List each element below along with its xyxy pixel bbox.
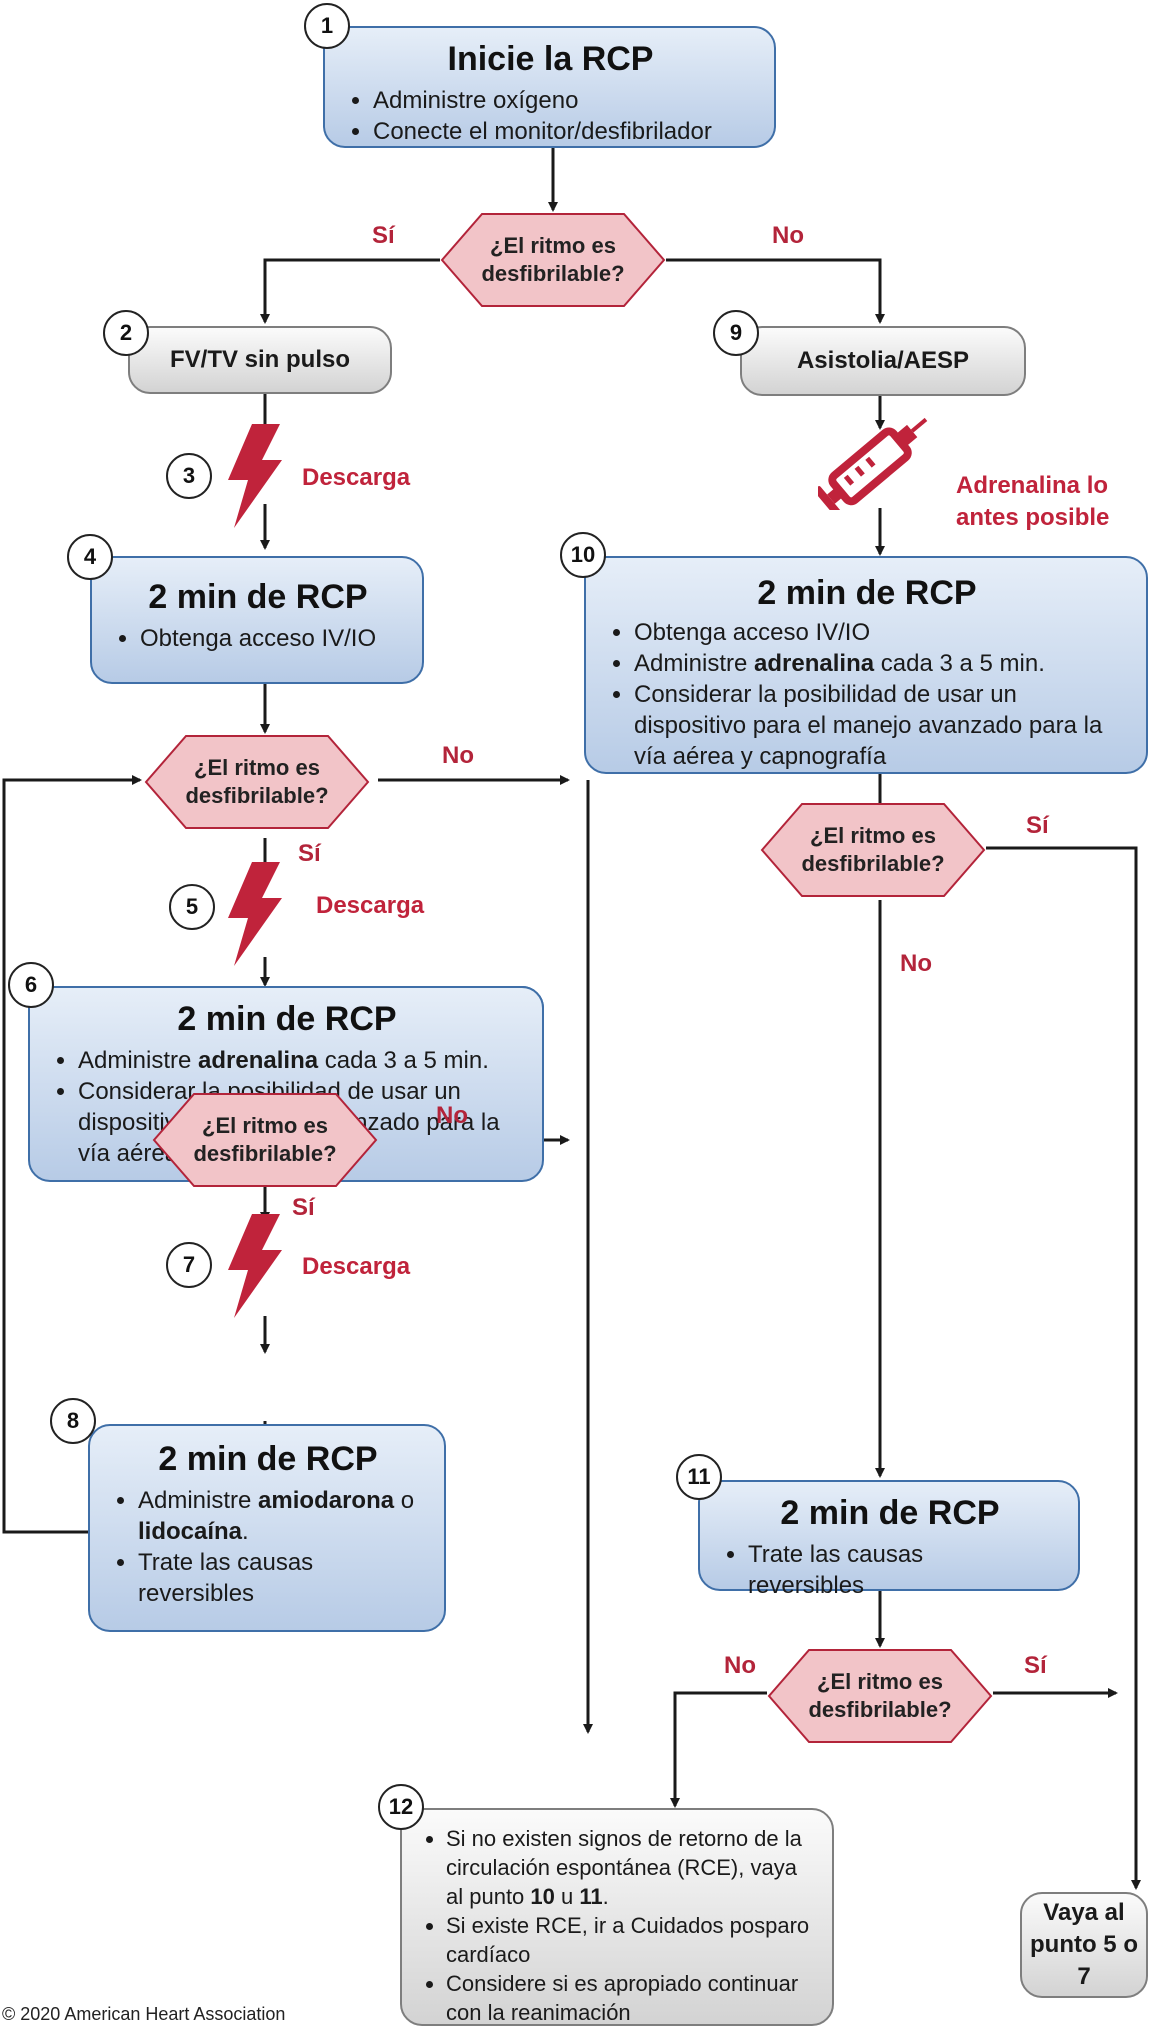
answer-no: No bbox=[442, 742, 474, 769]
step-1-item: Conecte el monitor/desfibrilador bbox=[373, 116, 758, 147]
step-11-title: 2 min de RCP bbox=[780, 1494, 1000, 1532]
decision-shockable-initial: ¿El ritmo es desfibrilable? bbox=[440, 212, 666, 308]
lightning-bolt-icon bbox=[228, 1214, 282, 1318]
step-6-title: 2 min de RCP bbox=[177, 1000, 397, 1038]
step-number-5: 5 bbox=[169, 884, 215, 930]
decision-text: ¿El ritmo es desfibrilable? bbox=[185, 755, 329, 808]
step-number-3: 3 bbox=[166, 453, 212, 499]
text-run: Administre bbox=[78, 1047, 199, 1074]
step-number-10: 10 bbox=[560, 532, 606, 578]
step-number-8: 8 bbox=[50, 1398, 96, 1444]
step-4-cpr: 2 min de RCP Obtenga acceso IV/IO bbox=[90, 556, 424, 684]
step-9-action: Adrenalina lo antes posible bbox=[956, 472, 1110, 531]
decision-shockable-after-6: ¿El ritmo es desfibrilable? bbox=[152, 1092, 378, 1188]
drug-name: adrenalina bbox=[754, 650, 875, 677]
text-run: cada 3 a 5 min. bbox=[318, 1047, 489, 1074]
step-8-item: Administre amiodarona o lidocaína. bbox=[138, 1485, 428, 1547]
goto-text: Vaya al punto 5 o 7 bbox=[1030, 1899, 1138, 1990]
step-5-action: Descarga bbox=[316, 892, 425, 919]
step-12-item: Si existe RCE, ir a Cuidados posparo car… bbox=[446, 1911, 818, 1969]
decision-text: ¿El ritmo es desfibrilable? bbox=[481, 233, 625, 286]
decision-shockable-after-10: ¿El ritmo es desfibrilable? bbox=[760, 802, 986, 898]
step-1-item: Administre oxígeno bbox=[373, 85, 758, 116]
step-4-item: Obtenga acceso IV/IO bbox=[140, 623, 406, 654]
step-number-1: 1 bbox=[304, 3, 350, 49]
step-12-outcome: Si no existen signos de retorno de la ci… bbox=[400, 1808, 834, 2026]
step-12-item: Considere si es apropiado continuar con … bbox=[446, 1969, 818, 2027]
decision-text: ¿El ritmo es desfibrilable? bbox=[808, 1669, 952, 1722]
step-10-item: Considerar la posibilidad de usar un dis… bbox=[634, 679, 1130, 772]
step-8-cpr: 2 min de RCP Administre amiodarona o lid… bbox=[88, 1424, 446, 1632]
step-number-11: 11 bbox=[676, 1454, 722, 1500]
step-12-item: Si no existen signos de retorno de la ci… bbox=[446, 1824, 818, 1911]
decision-text: ¿El ritmo es desfibrilable? bbox=[801, 823, 945, 876]
drug-name: adrenalina bbox=[198, 1047, 319, 1074]
step-number-4: 4 bbox=[67, 534, 113, 580]
text-run: . bbox=[242, 1518, 249, 1545]
step-number-2: 2 bbox=[103, 310, 149, 356]
step-3-action: Descarga bbox=[302, 464, 411, 491]
step-number-6: 6 bbox=[8, 962, 54, 1008]
step-10-item: Obtenga acceso IV/IO bbox=[634, 617, 1130, 648]
step-8-title: 2 min de RCP bbox=[158, 1440, 378, 1478]
step-number-12: 12 bbox=[378, 1784, 424, 1830]
text-run: cada 3 a 5 min. bbox=[874, 650, 1045, 677]
drug-name: lidocaína bbox=[138, 1518, 243, 1545]
step-ref: 11 bbox=[579, 1884, 603, 1909]
step-10-item: Administre adrenalina cada 3 a 5 min. bbox=[634, 648, 1130, 679]
text-run: Administre bbox=[138, 1487, 259, 1514]
step-1-start-cpr: Inicie la RCP Administre oxígeno Conecte… bbox=[323, 26, 776, 148]
step-2-vf-pvt: FV/TV sin pulso bbox=[128, 326, 392, 394]
step-7-action: Descarga bbox=[302, 1253, 411, 1280]
step-6-item: Administre adrenalina cada 3 a 5 min. bbox=[78, 1045, 526, 1076]
answer-no: No bbox=[772, 222, 804, 249]
answer-yes: Sí bbox=[372, 222, 395, 249]
drug-name: amiodarona bbox=[258, 1487, 395, 1514]
answer-yes: Sí bbox=[298, 840, 321, 867]
step-4-title: 2 min de RCP bbox=[148, 578, 368, 616]
answer-no: No bbox=[436, 1102, 468, 1129]
step-ref: 10 bbox=[530, 1884, 555, 1909]
text-run: Administre bbox=[634, 650, 755, 677]
lightning-bolt-icon bbox=[228, 424, 282, 528]
step-10-title: 2 min de RCP bbox=[757, 574, 977, 612]
goto-box: Vaya al punto 5 o 7 bbox=[1020, 1892, 1148, 1998]
answer-no: No bbox=[724, 1652, 756, 1679]
answer-no: No bbox=[900, 950, 932, 977]
step-8-item: Trate las causas reversibles bbox=[138, 1547, 428, 1609]
step-number-7: 7 bbox=[166, 1242, 212, 1288]
answer-yes: Sí bbox=[1026, 812, 1049, 839]
decision-shockable-after-4: ¿El ritmo es desfibrilable? bbox=[144, 734, 370, 830]
step-9-asystole-pea: Asistolia/AESP bbox=[740, 326, 1026, 396]
text-run: Si no existen signos de retorno de la ci… bbox=[446, 1826, 802, 1909]
text-run: o bbox=[394, 1487, 415, 1514]
step-number-9: 9 bbox=[713, 310, 759, 356]
text-run: u bbox=[554, 1884, 580, 1909]
decision-shockable-after-11: ¿El ritmo es desfibrilable? bbox=[767, 1648, 993, 1744]
step-10-cpr: 2 min de RCP Obtenga acceso IV/IO Admini… bbox=[584, 556, 1148, 774]
decision-text: ¿El ritmo es desfibrilable? bbox=[193, 1113, 337, 1166]
answer-yes: Sí bbox=[1024, 1652, 1047, 1679]
step-11-item: Trate las causas reversibles bbox=[748, 1539, 948, 1601]
step-11-cpr: 2 min de RCP Trate las causas reversible… bbox=[698, 1480, 1080, 1599]
syringe-icon bbox=[818, 417, 928, 510]
text-run: . bbox=[602, 1884, 609, 1909]
step-1-title: Inicie la RCP bbox=[447, 40, 654, 78]
lightning-bolt-icon bbox=[228, 862, 282, 966]
answer-yes: Sí bbox=[292, 1194, 315, 1221]
copyright: © 2020 American Heart Association bbox=[2, 2004, 286, 2024]
